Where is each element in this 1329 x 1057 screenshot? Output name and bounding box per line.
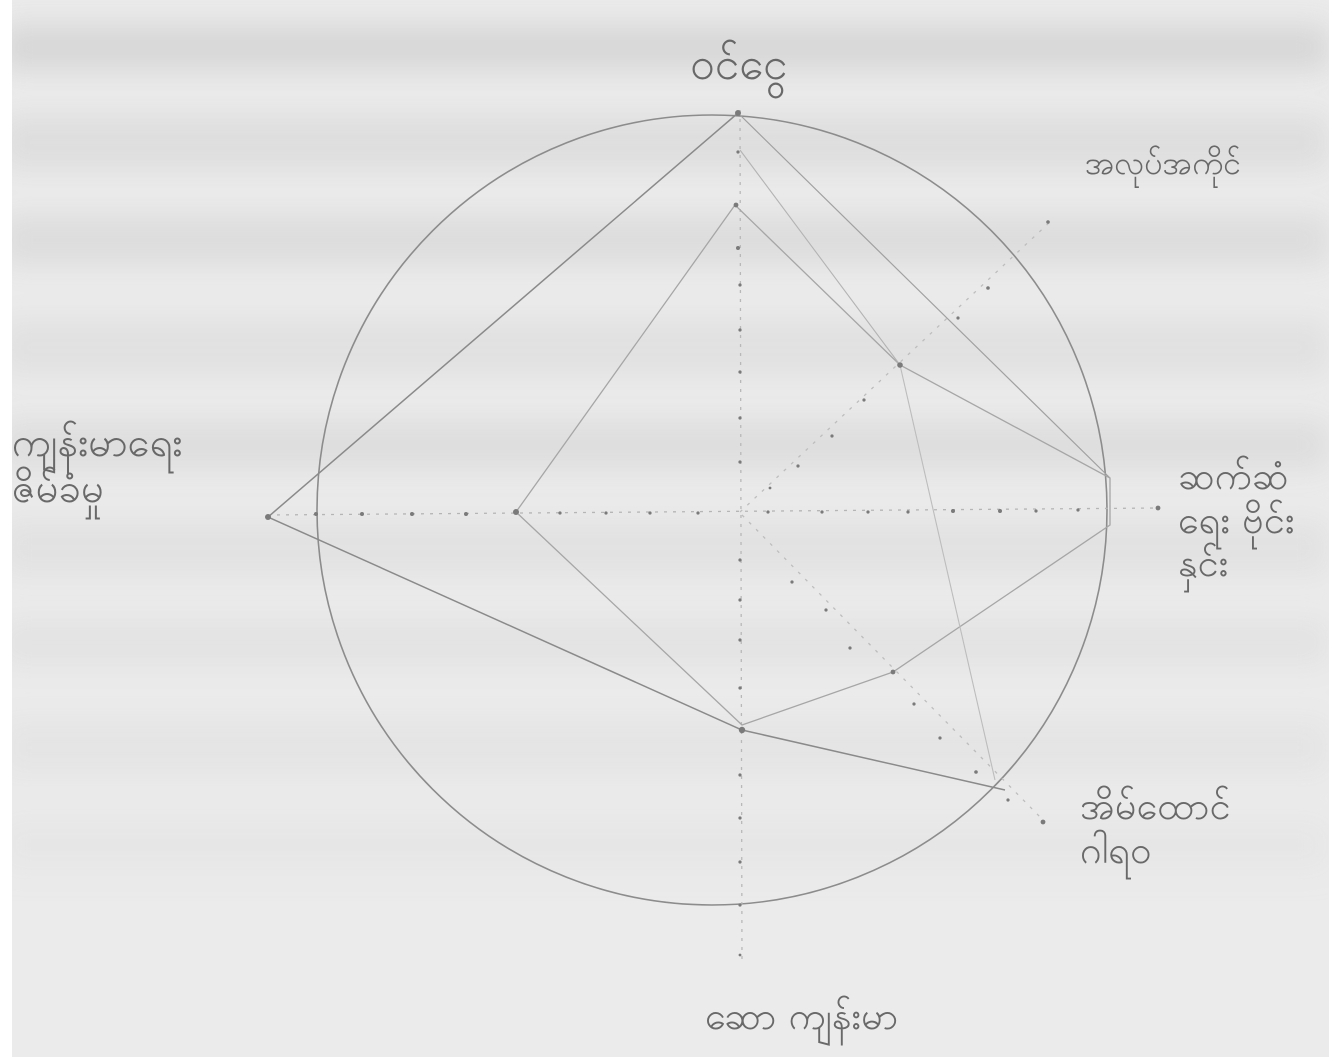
label-top: ဝင်ငွေ: [690, 39, 788, 90]
outer-circle: [316, 114, 1108, 906]
inner-right-edge: [899, 364, 996, 781]
label-right: ဆက်ဆံရေး ဗိုင်းနှင်း: [1178, 454, 1295, 586]
inner-polygon: [515, 204, 1111, 726]
outer-polygon-left: [266, 112, 1006, 791]
lower-right-axis: [741, 514, 1046, 823]
paper-shading: [0, 25, 1329, 870]
upper-right-axis: [739, 219, 1053, 513]
axis-ticks: [265, 110, 1161, 957]
label-bottom: ဆော ကျန်းမာ: [705, 994, 899, 1038]
inner-top-edge: [739, 149, 901, 366]
outer-polygon-right-edge: [737, 112, 1111, 479]
label-lower-right: အိမ်ထောင် ဂါရဝ: [1080, 784, 1231, 872]
label-left: ကျန်းမာရေး ဇိမ်ခံမှု: [12, 420, 183, 512]
vertical-axis: [739, 109, 743, 966]
scan-edge: [0, 0, 12, 1057]
label-upper-right: အလုပ်အကိုင်: [1085, 144, 1242, 182]
